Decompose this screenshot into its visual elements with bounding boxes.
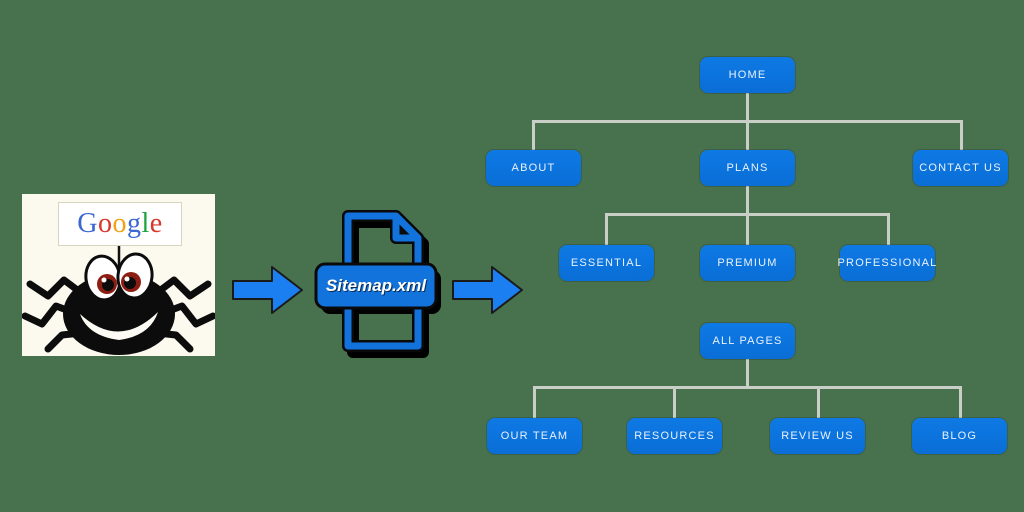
connector-line	[960, 120, 963, 150]
connector-line	[959, 386, 962, 418]
tree-node-all-pages: ALL PAGES	[700, 323, 795, 359]
tree-node-review-us: REVIEW US	[770, 418, 865, 454]
google-logo-letter: e	[149, 208, 163, 239]
tree-node-professional: PROFESSIONAL	[838, 245, 936, 281]
sitemap-label-shadow: Sitemap.xml	[327, 277, 428, 296]
tree-node-plans: PLANS	[700, 150, 795, 186]
connector-line	[673, 386, 676, 418]
tree-node-home: HOME	[700, 57, 795, 93]
tree-node-blog: BLOG	[912, 418, 1007, 454]
connector-line	[606, 213, 890, 216]
connector-line	[746, 359, 749, 388]
connector-line	[887, 213, 890, 245]
tree-node-essential: ESSENTIAL	[559, 245, 654, 281]
google-logo-letter: G	[77, 208, 98, 239]
connector-line	[532, 120, 535, 150]
connector-line	[534, 386, 962, 389]
tree-node-contact-us: CONTACT US	[913, 150, 1008, 186]
google-logo-letter: l	[141, 208, 150, 239]
connector-line	[533, 386, 536, 418]
connector-line	[817, 386, 820, 418]
right-arrow-icon	[232, 266, 303, 314]
spider-drawing	[22, 240, 215, 355]
connector-line	[533, 120, 963, 123]
icon-label-band	[314, 262, 438, 310]
sitemap-file-icon: Sitemap.xml Sitemap.xml	[314, 210, 441, 358]
sitemap-label: Sitemap.xml	[326, 276, 427, 295]
google-logo-letter: o	[112, 208, 127, 239]
spider-smile	[80, 312, 158, 340]
spider-eyes	[84, 252, 154, 302]
tree-node-resources: RESOURCES	[627, 418, 722, 454]
tree-node-premium: PREMIUM	[700, 245, 795, 281]
connector-line	[605, 213, 608, 245]
right-arrow-icon	[452, 266, 523, 314]
google-logo-letter: g	[127, 208, 142, 239]
tree-node-about: ABOUT	[486, 150, 581, 186]
google-logo-letter: o	[98, 208, 113, 239]
tree-node-our-team: OUR TEAM	[487, 418, 582, 454]
